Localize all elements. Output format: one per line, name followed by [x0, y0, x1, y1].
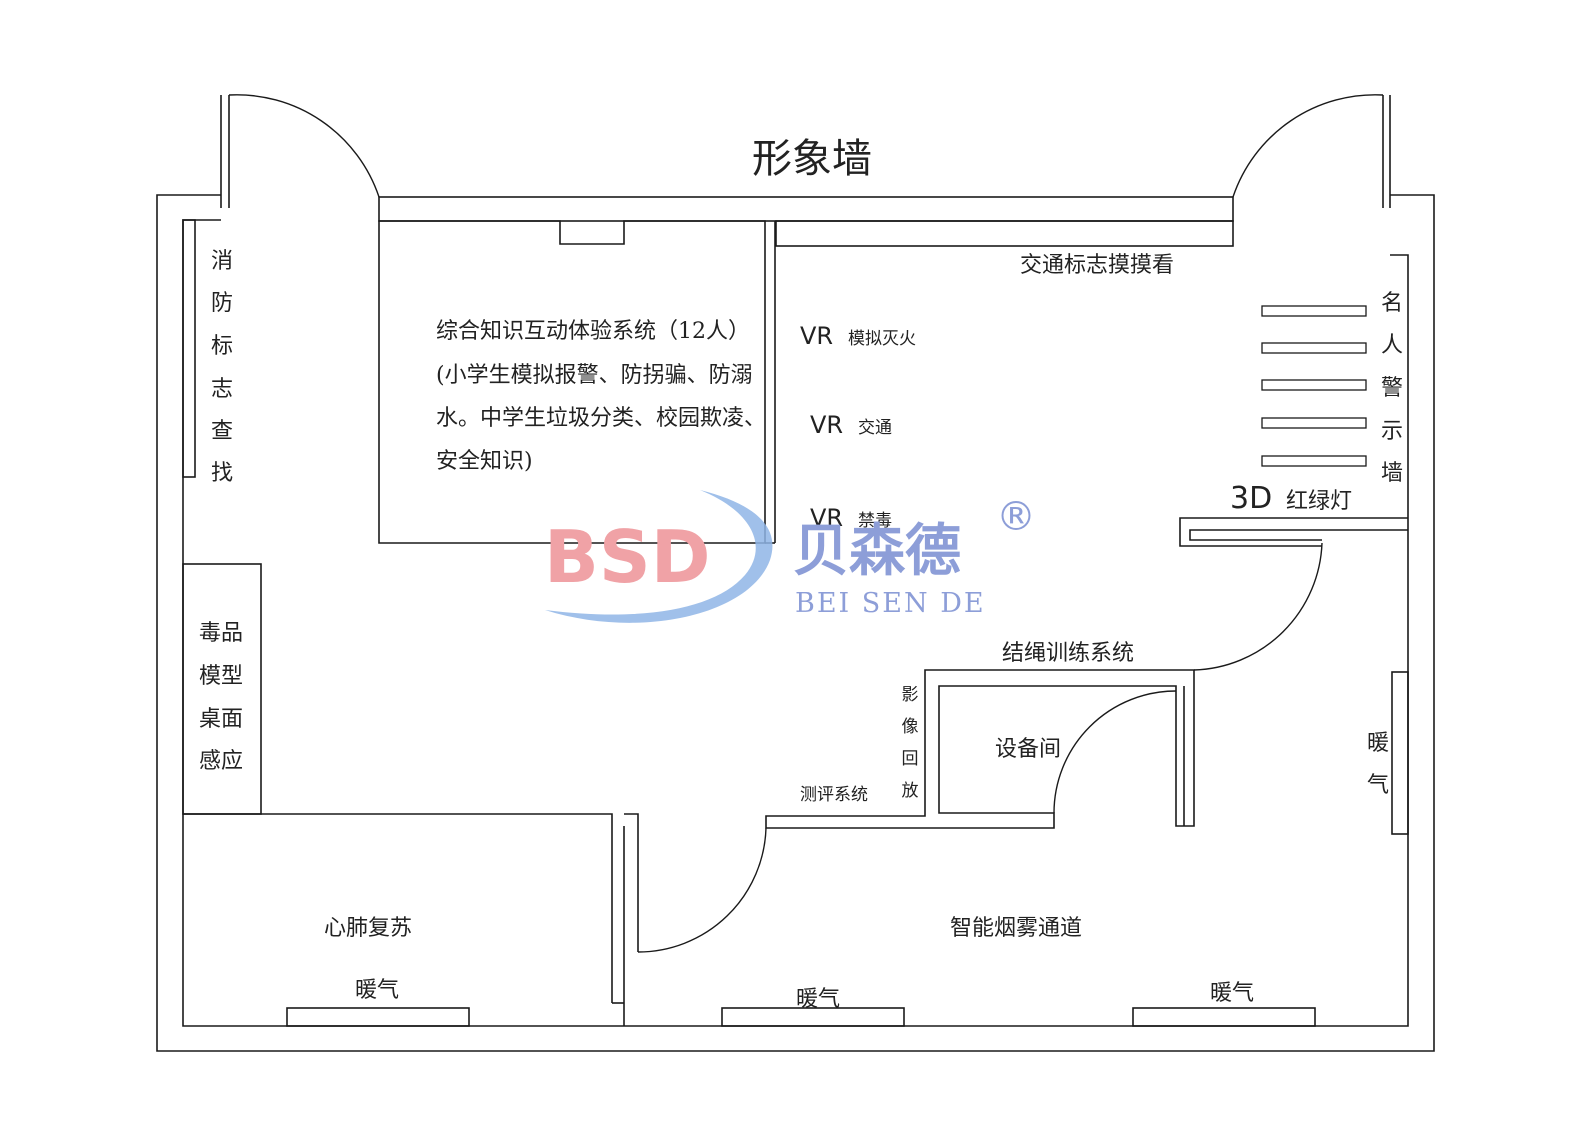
vr-drug-text: 禁毒: [858, 511, 892, 531]
logo-registered-mark: ®: [996, 494, 1036, 540]
drug-model-line: 模型: [199, 664, 243, 689]
vr-drug-prefix: VR: [810, 504, 843, 532]
heating-right-char: 暖: [1367, 731, 1389, 756]
celebrity-char: 示: [1381, 419, 1403, 444]
image-wall: [378, 196, 1234, 247]
logo-cn-text: 贝森德: [793, 519, 961, 584]
video-replay-char: 像: [902, 717, 919, 737]
traffic-light-label: 3D 红绿灯: [1230, 481, 1352, 516]
bottom-radiators: [286, 1007, 1316, 1027]
logo-bsd-text: BSD: [544, 515, 711, 599]
vr-fire-text: 模拟灭火: [848, 329, 916, 349]
smoke-channel-label: 智能烟雾通道: [950, 916, 1082, 941]
traffic-light-prefix: 3D: [1230, 481, 1272, 516]
vr-traffic-label: VR 交通: [810, 411, 892, 439]
vr-traffic-text: 交通: [858, 418, 892, 438]
vr-fire-label: VR 模拟灭火: [800, 322, 916, 350]
traffic-sign-label: 交通标志摸摸看: [1020, 253, 1174, 278]
fire-sign-char: 志: [211, 377, 233, 402]
celebrity-wall-bars: [1261, 305, 1367, 467]
drug-model-panel: [182, 563, 262, 815]
drug-model-line: 感应: [199, 749, 243, 774]
fire-sign-panel: [182, 219, 196, 478]
heating-label-1: 暖气: [355, 978, 399, 1003]
heating-right-label: 暖 气: [1367, 731, 1389, 798]
equipment-block: [765, 669, 1195, 829]
celebrity-char: 人: [1381, 333, 1403, 358]
video-replay-char: 放: [902, 781, 919, 801]
fire-sign-char: 找: [211, 461, 233, 486]
vr-traffic-prefix: VR: [810, 411, 843, 439]
celebrity-char: 名: [1381, 291, 1403, 316]
image-wall-title: 形象墙: [752, 136, 872, 182]
heating-right-char: 气: [1367, 773, 1389, 798]
rope-training-label: 结绳训练系统: [1002, 641, 1134, 666]
celebrity-wall-label: 名 人 警 示 墙: [1381, 291, 1403, 486]
brand-logo: BSD 贝森德 ® BEI SEN DE: [544, 490, 1036, 623]
celebrity-char: 警: [1381, 376, 1403, 401]
heating-panel-right: [1391, 671, 1409, 835]
heating-label-3: 暖气: [1210, 981, 1254, 1006]
top-doors: [228, 94, 1384, 198]
interactive-system-label: 综合知识互动体验系统（12人） (小学生模拟报警、防拐骗、防溺 水。中学生垃圾分…: [436, 319, 766, 474]
cpr-room: [183, 813, 767, 1026]
video-replay-char: 影: [902, 685, 919, 705]
video-replay-char: 回: [902, 749, 919, 769]
drug-model-line: 毒品: [199, 621, 243, 646]
fire-sign-char: 消: [211, 249, 233, 274]
video-replay-label: 影 像 回 放: [902, 685, 919, 801]
cpr-label: 心肺复苏: [324, 916, 412, 941]
fire-sign-label: 消 防 标 志 查 找: [211, 249, 233, 486]
equipment-room-label: 设备间: [995, 737, 1061, 762]
vr-fire-prefix: VR: [800, 322, 833, 350]
fire-sign-char: 查: [211, 419, 233, 444]
interactive-line-2: (小学生模拟报警、防拐骗、防溺: [436, 363, 753, 388]
interactive-line-3: 水。中学生垃圾分类、校园欺凌、: [436, 406, 766, 431]
logo-pinyin-text: BEI SEN DE: [795, 588, 986, 619]
evaluation-label: 测评系统: [800, 785, 868, 805]
interactive-line-4: 安全知识): [436, 449, 533, 474]
drug-model-label: 毒品 模型 桌面 感应: [199, 621, 243, 774]
celebrity-char: 墙: [1381, 461, 1403, 486]
right-partition: [1179, 517, 1408, 671]
heating-label-2: 暖气: [796, 987, 840, 1012]
fire-sign-char: 防: [211, 291, 233, 316]
traffic-light-text: 红绿灯: [1286, 489, 1352, 514]
drug-model-line: 桌面: [199, 707, 243, 732]
interactive-line-1: 综合知识互动体验系统（12人）: [436, 319, 750, 344]
vr-drug-label: VR 禁毒: [810, 504, 892, 532]
fire-sign-char: 标: [211, 334, 233, 359]
